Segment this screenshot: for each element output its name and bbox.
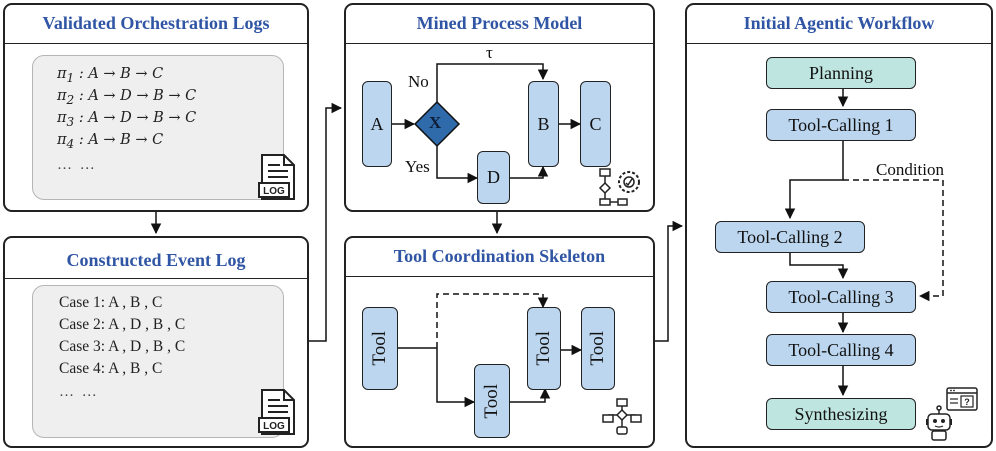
edge-d-b [510, 165, 549, 179]
panel-title: Initial Agentic Workflow [743, 13, 935, 33]
arrow-eventlog-to-model [309, 102, 343, 342]
case-line: Case 3: A , D , B , C [59, 338, 186, 355]
tool-node-branch: Tool [474, 364, 510, 438]
title-divider [5, 43, 307, 44]
case-line: Case 1: A , B , C [59, 294, 163, 311]
tool-label: Tool [369, 331, 390, 366]
arrow-skeleton-to-workflow [655, 220, 684, 342]
panel-event-log: Constructed Event Log Case 1: A , B , C … [3, 236, 309, 448]
tau-label: τ [486, 43, 493, 62]
case-line: Case 4: A , B , C [59, 360, 163, 377]
log-file-icon: LOG [258, 154, 295, 200]
title-divider [687, 43, 991, 44]
step-tool-calling-1: Tool-Calling 1 [766, 109, 916, 141]
ellipsis: … … [59, 384, 99, 400]
ellipsis: … … [57, 157, 97, 173]
tool-node-merge: Tool [527, 307, 561, 390]
tool-node-end: Tool [581, 307, 615, 390]
yes-label: Yes [405, 157, 430, 176]
xor-label: X [429, 113, 442, 132]
edge-tc2-tc3 [789, 253, 849, 280]
step-synthesizing: Synthesizing [766, 398, 916, 430]
node-b: B [528, 81, 559, 167]
case-line: Case 2: A , D , B , C [59, 316, 186, 333]
process-mining-gear-icon [598, 168, 640, 206]
panel-title: Validated Orchestration Logs [42, 13, 270, 33]
node-a: A [362, 81, 392, 167]
title-divider [5, 278, 307, 279]
step-planning: Planning [766, 57, 916, 89]
tool-node-start: Tool [362, 307, 398, 390]
trace-list-box: π1 : A → B → C π2 : A → D → B → C π3 : A… [32, 55, 284, 200]
edge-x-b-tau [436, 63, 549, 102]
flowchart-icon [602, 398, 642, 435]
svg-text:?: ? [964, 397, 970, 407]
step-tool-calling-4: Tool-Calling 4 [766, 334, 916, 366]
log-file-icon: LOG [258, 389, 295, 435]
svg-text:LOG: LOG [263, 421, 285, 432]
trace-line: π2 : A → D → B → C [57, 88, 197, 107]
node-c: C [580, 81, 611, 167]
title-divider [346, 276, 653, 277]
tool-label: Tool [587, 331, 608, 366]
trace-line: π1 : A → B → C [57, 66, 164, 85]
tool-label: Tool [481, 383, 502, 419]
tool-label: Tool [533, 331, 554, 366]
node-d: D [477, 151, 510, 204]
edge-tc1-tc2 [784, 141, 844, 220]
step-tool-calling-3: Tool-Calling 3 [766, 281, 916, 313]
edge-x-d [436, 146, 479, 184]
xor-gateway [413, 100, 461, 148]
condition-label: Condition [876, 160, 945, 179]
panel-validated-logs: Validated Orchestration Logs π1 : A → B … [3, 3, 309, 212]
edge-split-tool2 [436, 348, 476, 408]
svg-text:LOG: LOG [263, 186, 285, 197]
no-label: No [408, 72, 429, 91]
panel-title: Constructed Event Log [66, 250, 246, 270]
trace-line: π3 : A → D → B → C [57, 110, 197, 129]
trace-line: π4 : A → B → C [57, 132, 164, 151]
case-list-box: Case 1: A , B , C Case 2: A , D , B , C … [32, 285, 284, 438]
title-divider [346, 43, 653, 44]
panel-title: Tool Coordination Skeleton [393, 246, 606, 266]
panel-title: Mined Process Model [416, 13, 583, 33]
robot-agent-icon: ? [926, 387, 978, 441]
edge-tc1-tc3-condition [843, 179, 944, 302]
step-tool-calling-2: Tool-Calling 2 [715, 221, 865, 253]
edge-tool2-tool3 [510, 387, 551, 403]
